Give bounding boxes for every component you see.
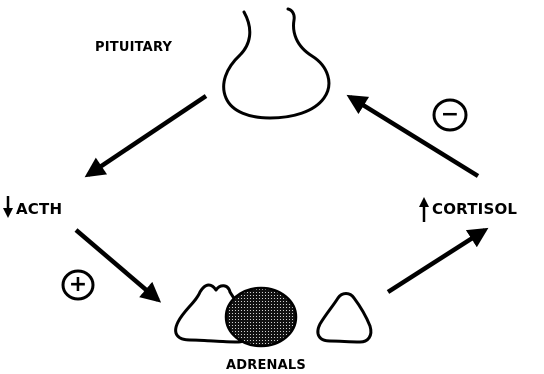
decrease-arrow-icon xyxy=(3,196,13,218)
cortisol-label: CORTISOL xyxy=(432,200,517,218)
acth-label: ACTH xyxy=(16,200,62,218)
adrenals-label: ADRENALS xyxy=(226,358,306,373)
minus-sign: − xyxy=(434,100,466,130)
increase-arrow-icon xyxy=(419,197,429,222)
pituitary-gland xyxy=(224,9,329,118)
adrenal-dotted-body xyxy=(226,288,296,346)
right-adrenal-gland xyxy=(318,294,371,343)
plus-sign: + xyxy=(62,270,94,300)
arrow-adrenals-to-cortisol xyxy=(388,230,485,292)
pituitary-label: PITUITARY xyxy=(95,40,172,55)
arrow-pituitary-to-acth xyxy=(88,96,206,175)
